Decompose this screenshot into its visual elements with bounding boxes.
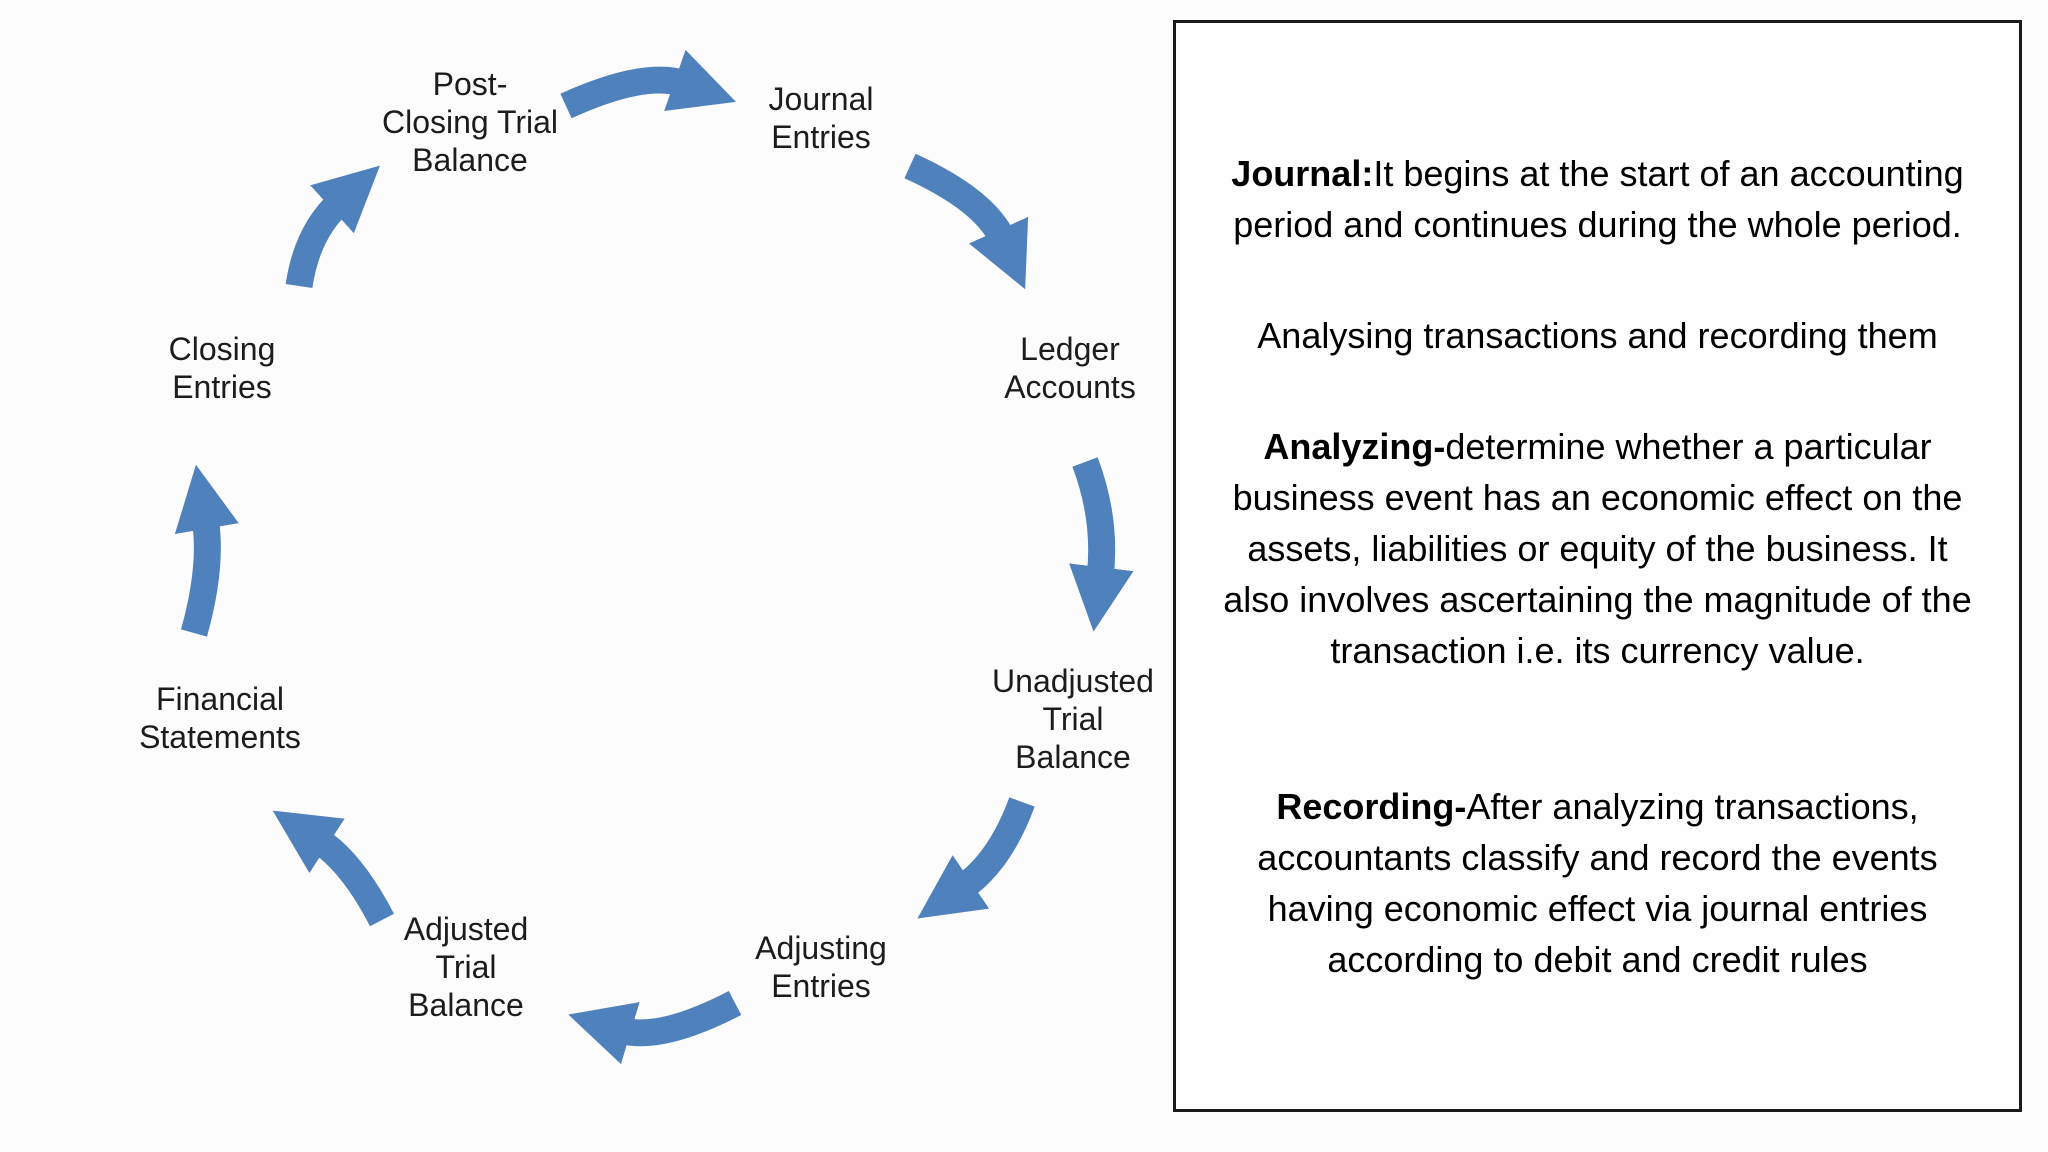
arrow-journal-to-ledger <box>904 153 1029 290</box>
arrow-post-closing-to-journal <box>560 49 736 119</box>
paragraph-journal-body: It begins at the start of an accounting … <box>1233 153 1964 245</box>
arrow-closing-to-post-closing <box>285 165 380 289</box>
paragraph-analyzing-lead: Analyzing- <box>1263 426 1446 467</box>
explanation-panel: Journal:It begins at the start of an acc… <box>1173 20 2022 1112</box>
arrow-financial-to-closing <box>174 464 239 637</box>
stage-adjusted-trial-balance: Adjusted Trial Balance <box>403 911 529 1023</box>
paragraph-analyzing: Analyzing-determine whether a particular… <box>1190 421 2005 676</box>
paragraph-recording-body: After analyzing transactions, accountant… <box>1257 786 1938 980</box>
stage-ledger-accounts: Ledger Accounts <box>1004 331 1136 405</box>
stage-financial-statements: Financial Statements <box>139 681 301 755</box>
arrow-unadjusted-to-adjusting <box>917 797 1035 919</box>
arrow-adjusted-to-financial <box>272 810 394 927</box>
paragraph-analysing: Analysing transactions and recording the… <box>1190 310 2005 361</box>
paragraph-recording-lead: Recording- <box>1276 786 1467 827</box>
arrow-ledger-to-unadjusted <box>1069 457 1134 632</box>
stage-journal-entries: Journal Entries <box>768 81 874 155</box>
stage-adjusting-entries: Adjusting Entries <box>755 930 887 1004</box>
stage-post-closing-trial-balance: Post- Closing Trial Balance <box>381 66 559 178</box>
paragraph-recording: Recording-After analyzing transactions, … <box>1190 781 2005 985</box>
paragraph-journal: Journal:It begins at the start of an acc… <box>1190 148 2005 250</box>
paragraph-analysing-body: Analysing transactions and recording the… <box>1257 315 1938 356</box>
paragraph-analyzing-body: determine whether a particular business … <box>1223 426 1972 671</box>
stage-unadjusted-trial-balance: Unadjusted Trial Balance <box>992 663 1154 775</box>
arrow-adjusting-to-adjusted <box>568 991 742 1065</box>
stage-closing-entries: Closing Entries <box>168 331 276 405</box>
paragraph-journal-lead: Journal: <box>1231 153 1374 194</box>
